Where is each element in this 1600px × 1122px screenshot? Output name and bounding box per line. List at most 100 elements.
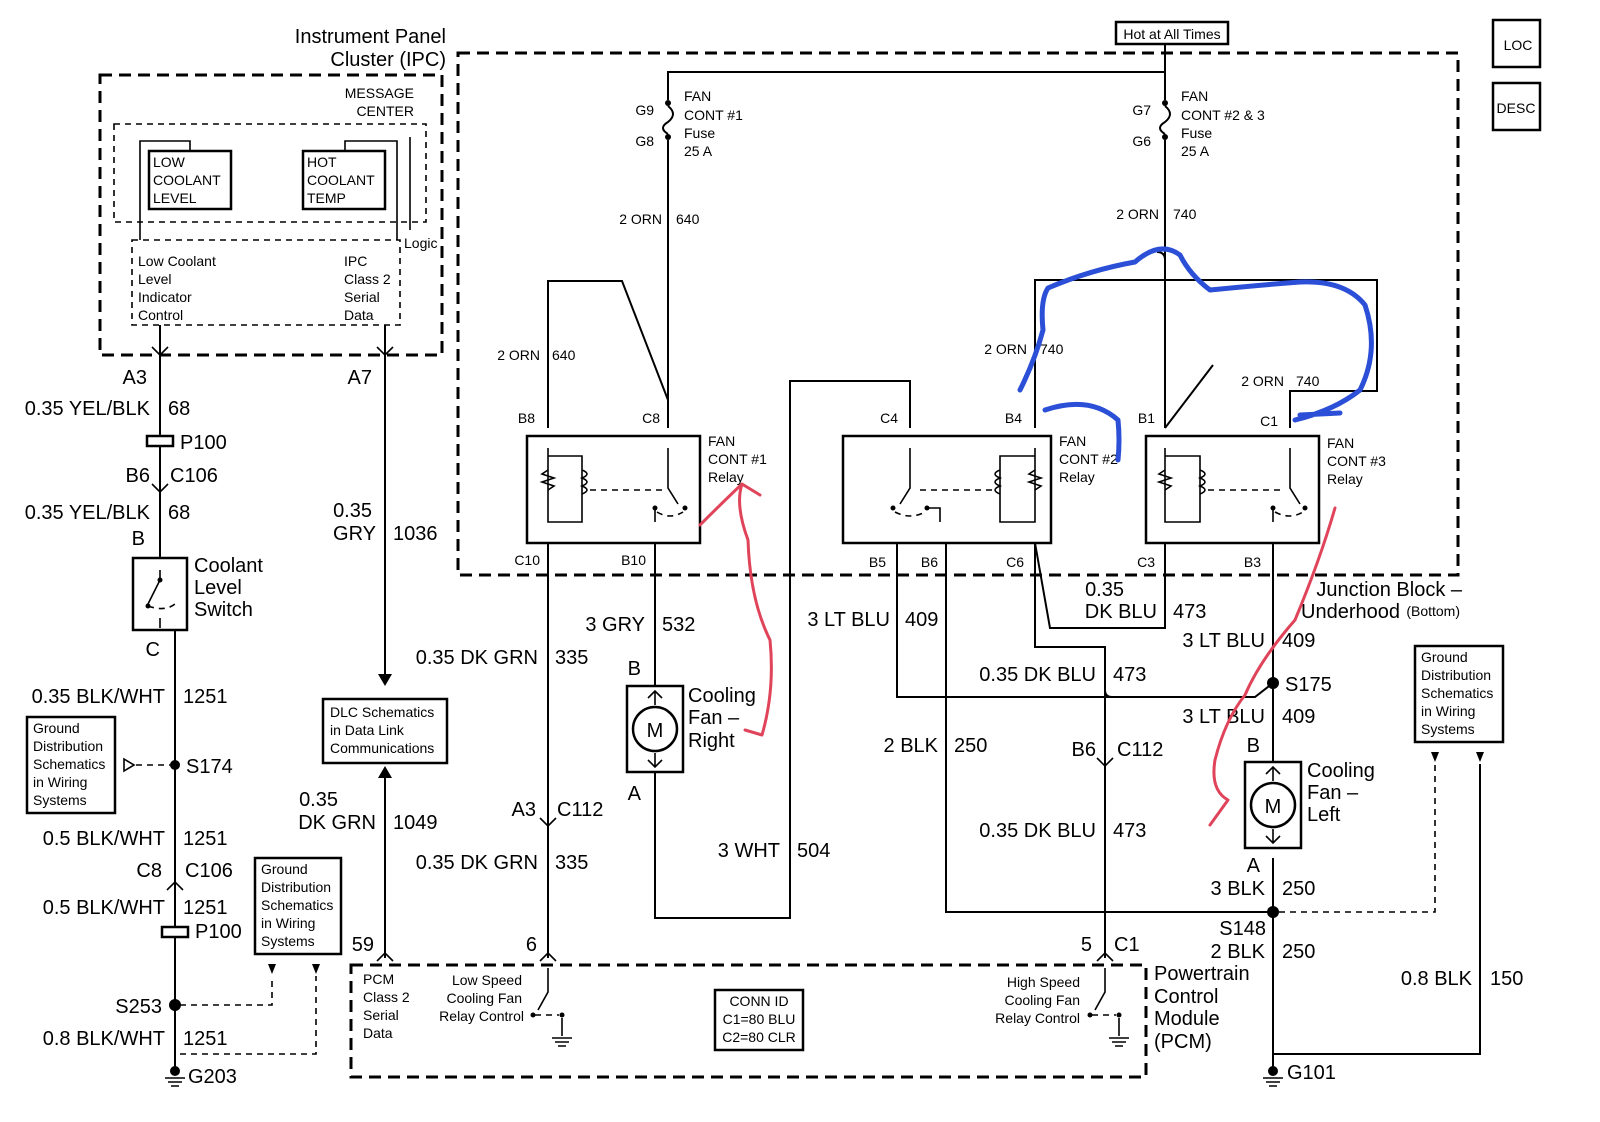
desc-button[interactable]: DESC: [1491, 81, 1542, 132]
loc-button[interactable]: LOC: [1491, 18, 1542, 69]
w409a-gauge: 3 LT BLU: [807, 609, 890, 631]
relay1-pin-b8: B8: [518, 410, 535, 426]
pcm-label-2: Control: [1154, 986, 1218, 1008]
wire-473: [1034, 542, 1166, 958]
w504-num: 504: [797, 840, 830, 862]
conn-id-3: C2=80 CLR: [722, 1029, 796, 1045]
logic-label: Logic: [404, 235, 437, 251]
w335b-gauge: 0.35 DK GRN: [416, 852, 538, 874]
fuse1-label-3: Fuse: [684, 125, 715, 141]
c1-pin: C1: [1114, 934, 1140, 956]
c112-b: C112: [1117, 739, 1163, 761]
relay3-label-1: FAN: [1327, 435, 1354, 451]
hot-coolant-line-2: COOLANT: [307, 172, 375, 188]
fuse1-label-2: CONT #1: [684, 107, 743, 123]
loc-button-label: LOC: [1504, 37, 1533, 53]
fan-left-pin-b: B: [1247, 735, 1260, 757]
pin-5: 5: [1081, 934, 1092, 956]
fuse2-pin-g7: G7: [1132, 102, 1151, 118]
w409b-num: 409: [1282, 630, 1315, 652]
pin-c8: C8: [136, 860, 162, 882]
gnd3-5: Systems: [1421, 721, 1475, 737]
gnd2-1: Ground: [261, 861, 308, 877]
relay-fan-cont-3: [1144, 434, 1321, 545]
fuse2-label-3: Fuse: [1181, 125, 1212, 141]
fuse2-pin-g6: G6: [1132, 133, 1151, 149]
gnd1-5: Systems: [33, 792, 87, 808]
relay2-pin-b5: B5: [869, 554, 886, 570]
w150-gauge: 0.8 BLK: [1401, 968, 1473, 990]
red-marker-annotation: [698, 482, 1337, 827]
cooling-fan-left: M: [1243, 760, 1303, 850]
pcm-high-speed-1: High Speed: [1007, 974, 1080, 990]
g203: G203: [188, 1066, 237, 1088]
pcm-label-1: Powertrain: [1154, 963, 1250, 985]
gnd3-1: Ground: [1421, 649, 1468, 665]
fuse1-pin-g8: G8: [635, 133, 654, 149]
junction-block-boundary: [456, 51, 1460, 577]
fuse1-pin-g9: G9: [635, 102, 654, 118]
w409c-num: 409: [1282, 706, 1315, 728]
pcm-low-speed-2: Cooling Fan: [447, 990, 523, 1006]
pin-b6: B6: [126, 465, 150, 487]
conn-id-2: C1=80 BLU: [723, 1011, 796, 1027]
w1251d-gauge: 0.8 BLK/WHT: [43, 1028, 165, 1050]
w640b-num: 640: [552, 347, 576, 363]
dlc-schematics-ref[interactable]: DLC Schematics in Data Link Communicatio…: [321, 697, 449, 765]
w740c-num: 740: [1296, 373, 1320, 389]
w473a-gauge-1: 0.35: [1085, 579, 1124, 601]
gnd2-4: in Wiring: [261, 915, 315, 931]
gnd2-3: Schematics: [261, 897, 333, 913]
pin-a3-c112: A3: [512, 799, 536, 821]
fan-right-motor-glyph: M: [647, 720, 664, 742]
ground-ref-3[interactable]: Ground Distribution Schematics in Wiring…: [1413, 644, 1505, 744]
ipc-title-1: Instrument Panel: [295, 26, 446, 48]
w335a-gauge: 0.35 DK GRN: [416, 647, 538, 669]
blue-marker-annotation: [1017, 246, 1374, 463]
w1251a-gauge: 0.35 BLK/WHT: [32, 686, 165, 708]
hot-at-all-times-text: Hot at All Times: [1123, 26, 1220, 42]
p100-a: P100: [180, 432, 227, 454]
fan-right-label-3: Right: [688, 730, 735, 752]
fan-right-label-1: Cooling: [688, 685, 756, 707]
dlc-2: in Data Link: [330, 722, 405, 738]
pcm-low-speed-3: Relay Control: [439, 1008, 524, 1024]
w504-gauge: 3 WHT: [718, 840, 780, 862]
ground-ref-2[interactable]: Ground Distribution Schematics in Wiring…: [253, 856, 343, 956]
w473b-gauge: 0.35 DK BLU: [979, 664, 1096, 686]
w335b-num: 335: [555, 852, 588, 874]
w409c-gauge: 3 LT BLU: [1182, 706, 1265, 728]
dlc-1: DLC Schematics: [330, 704, 434, 720]
ipc-class2-2: Class 2: [344, 271, 391, 287]
fan-left-label-2: Fan –: [1307, 782, 1359, 804]
w473c-num: 473: [1113, 820, 1146, 842]
low-speed-driver: [530, 968, 572, 1047]
low-coolant-ctrl-2: Level: [138, 271, 171, 287]
wire-640: [547, 140, 669, 428]
w250c-num: 250: [1282, 941, 1315, 963]
w1036-gauge-2: GRY: [333, 523, 376, 545]
pcm-low-speed-1: Low Speed: [452, 972, 522, 988]
c106-a: C106: [170, 465, 218, 487]
ground-ref-1[interactable]: Ground Distribution Schematics in Wiring…: [25, 715, 117, 815]
w150-num: 150: [1490, 968, 1523, 990]
relay1-label-3: Relay: [708, 469, 744, 485]
relay-fan-cont-2: [841, 434, 1053, 545]
w532-gauge: 3 GRY: [585, 614, 645, 636]
ipc-boundary: [98, 73, 444, 357]
pcm-high-speed-3: Relay Control: [995, 1010, 1080, 1026]
ground-g203-icon: [165, 1066, 185, 1087]
hot-coolant-indicator: [301, 149, 387, 211]
w1049-gauge-1: 0.35: [299, 789, 338, 811]
low-coolant-ctrl-4: Control: [138, 307, 183, 323]
junction-block-bottom: (Bottom): [1406, 603, 1460, 619]
w532-num: 532: [662, 614, 695, 636]
s148: S148: [1219, 918, 1266, 940]
fan-right-label-2: Fan –: [688, 707, 740, 729]
message-center-boundary: [113, 123, 427, 223]
fan-left-pin-a: A: [1247, 855, 1261, 877]
gnd3-2: Distribution: [1421, 667, 1491, 683]
low-coolant-line-1: LOW: [153, 154, 186, 170]
s174: S174: [186, 756, 233, 778]
hot-coolant-line-1: HOT: [307, 154, 337, 170]
